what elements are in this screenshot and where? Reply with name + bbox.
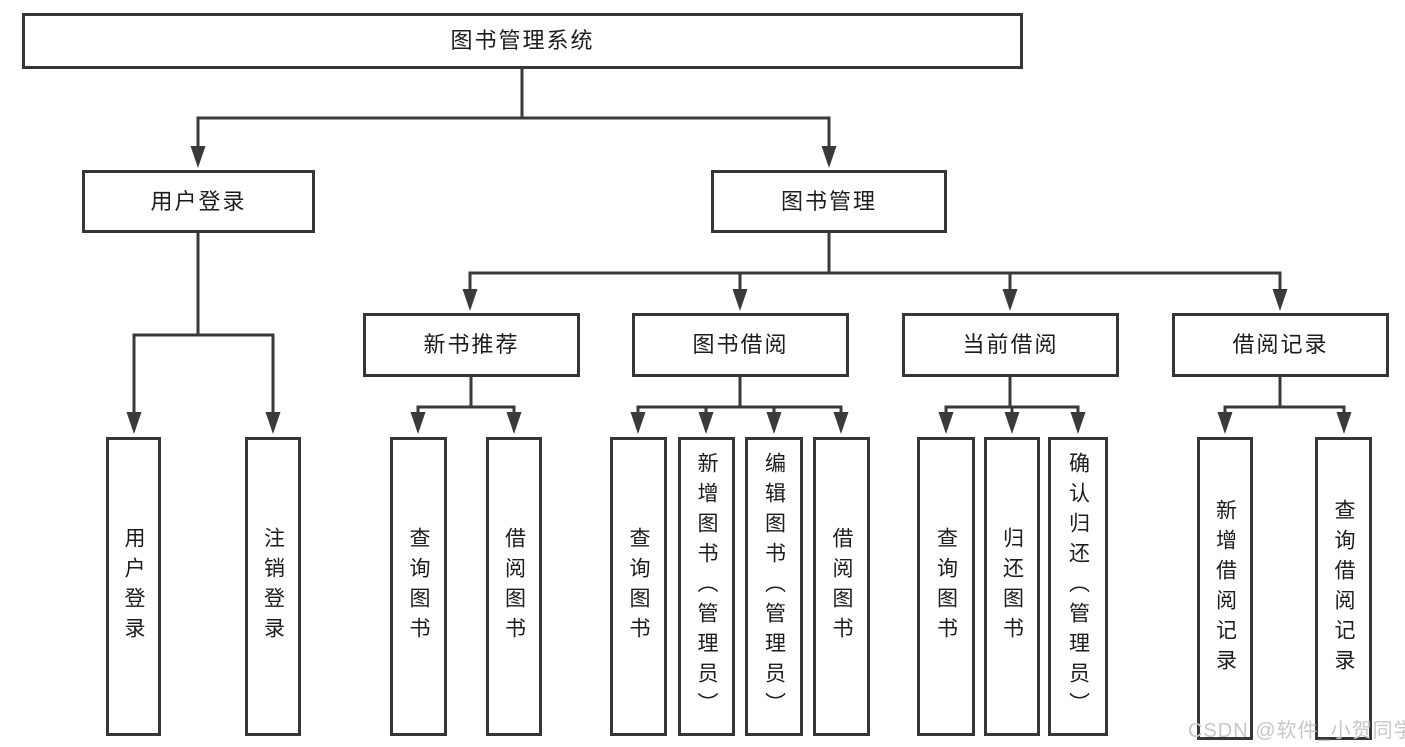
leaf-confirm-return-admin: 确认归还（管理员）: [1048, 437, 1108, 736]
node-book-management-branch: 图书管理: [711, 170, 947, 233]
leaf-rec-query-books: 查询图书: [390, 437, 447, 736]
node-library-management-system: 图书管理系统: [22, 13, 1023, 69]
leaf-user-login: 用户登录: [106, 437, 161, 736]
leaf-query-borrow-record: 查询借阅记录: [1315, 437, 1372, 740]
node-borrowing-records: 借阅记录: [1172, 313, 1389, 377]
leaf-return-books: 归还图书: [984, 437, 1040, 736]
node-new-book-recommendation: 新书推荐: [363, 313, 580, 377]
leaf-add-borrow-record: 新增借阅记录: [1197, 437, 1253, 740]
csdn-watermark: CSDN @软件_小贺同学: [1188, 720, 1405, 742]
leaf-current-query-books: 查询图书: [917, 437, 975, 736]
leaf-rec-borrow-books: 借阅图书: [486, 437, 542, 736]
leaf-borrow-query-books: 查询图书: [610, 437, 667, 736]
node-current-borrowing: 当前借阅: [902, 313, 1119, 377]
leaf-borrow-books: 借阅图书: [813, 437, 870, 736]
leaf-edit-books-admin: 编辑图书（管理员）: [745, 437, 803, 736]
node-user-login-branch: 用户登录: [82, 170, 315, 233]
leaf-add-books-admin: 新增图书（管理员）: [678, 437, 735, 736]
node-book-borrowing: 图书借阅: [632, 313, 849, 377]
leaf-logout: 注销登录: [245, 437, 301, 736]
